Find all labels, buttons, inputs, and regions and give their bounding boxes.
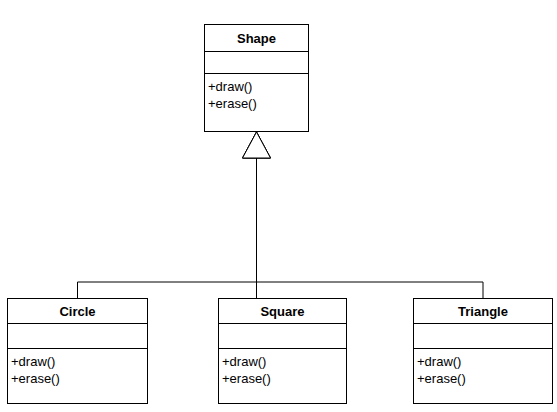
class-box: Triangle +draw()+erase() [413, 298, 553, 404]
generalization-connector [78, 132, 257, 298]
class-name-compartment: Triangle [414, 299, 552, 323]
operation-text: +erase() [222, 370, 342, 387]
attribute-compartment [219, 323, 346, 348]
operation-text: +draw() [417, 353, 548, 370]
generalization-connector [257, 132, 484, 298]
attribute-compartment [414, 323, 552, 348]
class-box: Square +draw()+erase() [218, 298, 347, 404]
operation-text: +draw() [222, 353, 342, 370]
class-name: Square [260, 303, 304, 320]
class-name: Shape [237, 30, 276, 47]
operation-text: +erase() [11, 370, 143, 387]
class-name: Triangle [458, 303, 508, 320]
operation-compartment: +draw()+erase() [205, 73, 308, 131]
operation-text: +erase() [208, 95, 304, 112]
operation-text: +draw() [208, 78, 304, 95]
operation-compartment: +draw()+erase() [414, 348, 552, 403]
operation-text: +draw() [11, 353, 143, 370]
operation-compartment: +draw()+erase() [8, 348, 147, 403]
class-name-compartment: Shape [205, 25, 308, 51]
class-box: Circle +draw()+erase() [7, 298, 148, 404]
attribute-compartment [205, 51, 308, 73]
class-name: Circle [59, 303, 95, 320]
class-name-compartment: Square [219, 299, 346, 323]
class-name-compartment: Circle [8, 299, 147, 323]
operation-compartment: +draw()+erase() [219, 348, 346, 403]
class-box: Shape +draw()+erase() [204, 24, 309, 132]
attribute-compartment [8, 323, 147, 348]
operation-text: +erase() [417, 370, 548, 387]
